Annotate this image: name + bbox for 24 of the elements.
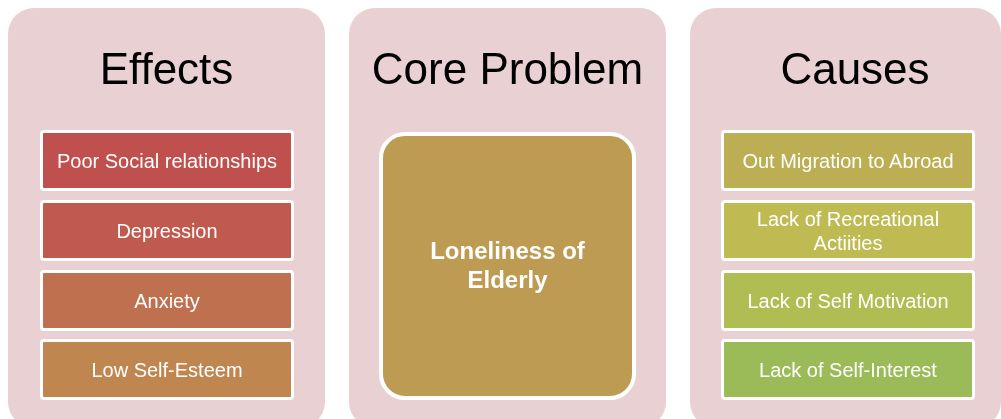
item-text: Depression	[116, 218, 218, 243]
core-problem-box	[379, 132, 636, 400]
column-heading: Causes	[779, 44, 931, 94]
item-text: Loneliness of Elderly	[429, 237, 586, 295]
list-box	[721, 200, 975, 261]
list-box	[40, 339, 294, 400]
item-text: Out Migration to Abroad	[742, 148, 954, 173]
list-box	[721, 339, 975, 400]
list-box	[721, 130, 975, 191]
item-text: Lack of Recreational Actiities	[755, 206, 941, 255]
column-heading: Core Problem	[370, 44, 645, 94]
list-box	[40, 200, 294, 261]
column-panel	[690, 8, 1001, 419]
item-text: Lack of Self-Interest	[759, 357, 937, 382]
column-heading: Effects	[98, 44, 235, 94]
list-box	[40, 270, 294, 331]
list-box	[40, 130, 294, 191]
list-box	[721, 270, 975, 331]
item-text: Lack of Self Motivation	[747, 288, 949, 313]
item-text: Poor Social relationships	[56, 148, 278, 173]
column-panel	[8, 8, 325, 419]
item-text: Low Self-Esteem	[91, 357, 243, 382]
column-panel	[349, 8, 666, 419]
item-text: Anxiety	[134, 288, 200, 313]
